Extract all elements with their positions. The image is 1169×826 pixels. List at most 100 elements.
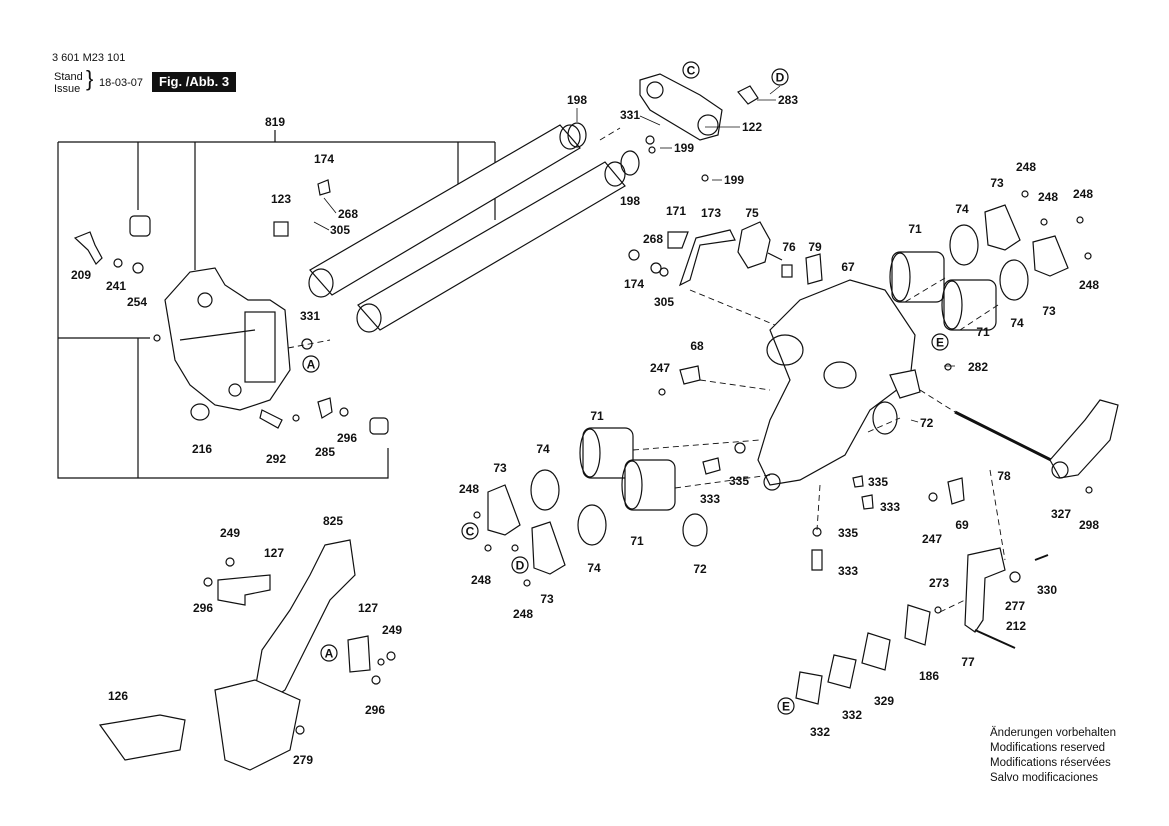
stand-label: Stand <box>54 71 83 83</box>
ring-198-top <box>567 122 587 148</box>
svg-text:A: A <box>325 647 334 661</box>
note-line-fr: Modifications réservées <box>990 757 1111 769</box>
label-241: 241 <box>106 279 126 293</box>
tube-upper <box>308 124 581 298</box>
svg-text:C: C <box>687 64 696 78</box>
callout-e-lower: E <box>777 697 795 715</box>
label-335-c: 335 <box>838 526 858 540</box>
label-273: 273 <box>929 576 949 590</box>
label-298: 298 <box>1079 518 1099 532</box>
label-247-b: 247 <box>922 532 942 546</box>
label-73-low: 73 <box>540 592 554 606</box>
label-73-right: 73 <box>1042 304 1056 318</box>
label-171: 171 <box>666 204 686 218</box>
label-248-e: 248 <box>459 482 479 496</box>
callout-d-lower: D <box>511 556 529 574</box>
svg-text:A: A <box>307 358 316 372</box>
figure-label: Fig. /Abb. 3 <box>152 72 237 92</box>
label-296-b: 296 <box>193 601 213 615</box>
modifications-note: Änderungen vorbehalten Modifications res… <box>990 726 1116 786</box>
label-71-mid: 71 <box>590 409 604 423</box>
callout-c-lower: C <box>461 522 479 540</box>
svg-text:D: D <box>776 71 785 85</box>
part-number: 3 601 M23 101 <box>52 52 126 64</box>
label-126: 126 <box>108 689 128 703</box>
label-248-a: 248 <box>1016 160 1036 174</box>
label-331: 331 <box>300 309 320 323</box>
label-335-b: 335 <box>868 475 888 489</box>
label-248-f: 248 <box>471 573 491 587</box>
label-74-top: 74 <box>955 202 969 216</box>
label-285: 285 <box>315 445 335 459</box>
tube-lower <box>356 161 626 333</box>
label-254: 254 <box>127 295 147 309</box>
label-72-right: 72 <box>920 416 934 430</box>
note-line-de: Änderungen vorbehalten <box>990 727 1116 739</box>
label-174-b: 174 <box>624 277 644 291</box>
callout-d-top: D <box>771 68 789 86</box>
label-71-top: 71 <box>908 222 922 236</box>
label-333-a: 333 <box>700 492 720 506</box>
stand-issue-label: Stand Issue <box>54 71 83 95</box>
label-71-low: 71 <box>630 534 644 548</box>
part-labels: 819 174 123 268 305 209 241 254 331 216 … <box>71 93 1099 767</box>
label-268: 268 <box>338 207 358 221</box>
label-282: 282 <box>968 360 988 374</box>
label-78: 78 <box>997 469 1011 483</box>
label-249-b: 249 <box>382 623 402 637</box>
label-332-a: 332 <box>842 708 862 722</box>
label-330: 330 <box>1037 583 1057 597</box>
callout-a-lower: A <box>320 644 338 662</box>
label-123: 123 <box>271 192 291 206</box>
label-277: 277 <box>1005 599 1025 613</box>
callout-c-top: C <box>682 61 700 79</box>
note-line-es: Salvo modificaciones <box>990 772 1099 784</box>
label-248-b: 248 <box>1038 190 1058 204</box>
label-296: 296 <box>337 431 357 445</box>
label-279: 279 <box>293 753 313 767</box>
label-74-low: 74 <box>587 561 601 575</box>
label-819: 819 <box>265 115 285 129</box>
label-173: 173 <box>701 206 721 220</box>
svg-text:C: C <box>466 525 475 539</box>
label-329: 329 <box>874 694 894 708</box>
label-73-mid: 73 <box>493 461 507 475</box>
label-248-g: 248 <box>513 607 533 621</box>
label-332-b: 332 <box>810 725 830 739</box>
callout-a-left: A <box>302 355 320 373</box>
label-268-b: 268 <box>643 232 663 246</box>
svg-text:E: E <box>936 336 944 350</box>
label-305-b: 305 <box>654 295 674 309</box>
label-216: 216 <box>192 442 212 456</box>
label-68: 68 <box>690 339 704 353</box>
label-74-mid: 74 <box>536 442 550 456</box>
label-209: 209 <box>71 268 91 282</box>
callout-e-right: E <box>931 333 949 351</box>
label-305: 305 <box>330 223 350 237</box>
label-122: 122 <box>742 120 762 134</box>
label-283: 283 <box>778 93 798 107</box>
label-174: 174 <box>314 152 334 166</box>
label-69: 69 <box>955 518 969 532</box>
label-247: 247 <box>650 361 670 375</box>
label-198-bottom: 198 <box>620 194 640 208</box>
label-333-c: 333 <box>838 564 858 578</box>
label-71-right: 71 <box>976 325 990 339</box>
label-292: 292 <box>266 452 286 466</box>
label-199-b: 199 <box>724 173 744 187</box>
label-249-a: 249 <box>220 526 240 540</box>
label-198-top: 198 <box>567 93 587 107</box>
label-72-low: 72 <box>693 562 707 576</box>
callout-markers: C D A E C D A E <box>302 61 949 715</box>
label-331-top: 331 <box>620 108 640 122</box>
label-248-d: 248 <box>1079 278 1099 292</box>
ring-198-bottom <box>620 150 640 176</box>
label-127-b: 127 <box>358 601 378 615</box>
label-75: 75 <box>745 206 759 220</box>
label-79: 79 <box>808 240 822 254</box>
label-76: 76 <box>782 240 796 254</box>
label-73-top: 73 <box>990 176 1004 190</box>
svg-text:D: D <box>516 559 525 573</box>
svg-text:E: E <box>782 700 790 714</box>
